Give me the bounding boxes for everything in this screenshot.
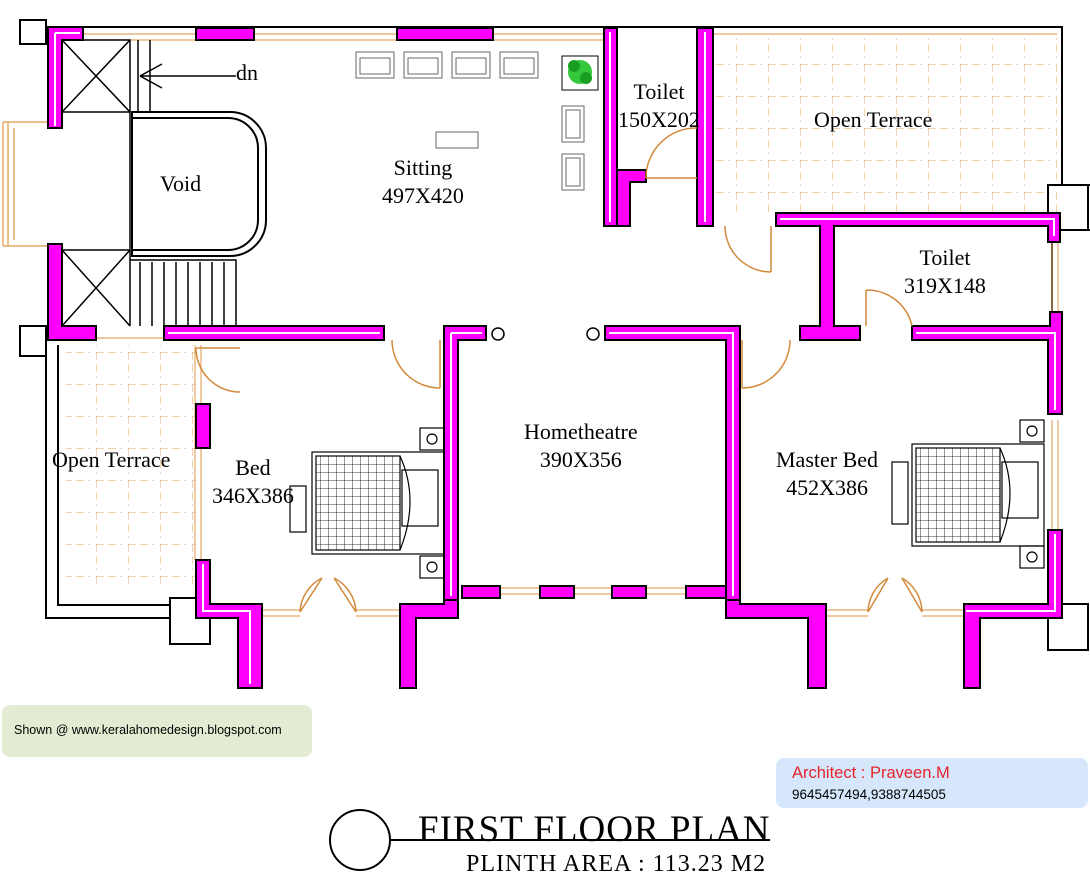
window-lines bbox=[66, 33, 1059, 617]
open-terrace-left-floor bbox=[66, 345, 196, 585]
room-hometheatre-name: Hometheatre bbox=[524, 419, 638, 444]
room-hometheatre-size: 390X356 bbox=[539, 447, 622, 472]
room-sitting: Sitting 497X420 bbox=[382, 154, 464, 210]
architect-box: Architect : Praveen.M 9645457494,9388744… bbox=[776, 758, 1088, 808]
void-area bbox=[131, 111, 267, 257]
room-open-terrace-top: Open Terrace bbox=[814, 106, 932, 134]
title-symbol bbox=[329, 809, 770, 871]
bed-furniture bbox=[289, 427, 445, 579]
room-master-bed-name: Master Bed bbox=[776, 447, 879, 472]
sitting-chairs bbox=[355, 51, 585, 191]
room-bed-size: 346X386 bbox=[212, 483, 294, 508]
room-sitting-size: 497X420 bbox=[382, 183, 464, 208]
master-bed-furniture bbox=[891, 419, 1045, 569]
room-void: Void bbox=[160, 170, 201, 198]
room-open-terrace-top-name: Open Terrace bbox=[814, 107, 933, 132]
potted-plant bbox=[561, 55, 599, 91]
room-open-terrace-left: Open Terrace bbox=[52, 446, 170, 474]
plinth-area: PLINTH AREA : 113.23 M2 bbox=[466, 851, 767, 877]
room-toilet-small-size: 150X202 bbox=[618, 107, 700, 132]
room-hometheatre: Hometheatre 390X356 bbox=[524, 418, 638, 474]
open-terrace-top-floor bbox=[715, 38, 1057, 213]
room-void-name: Void bbox=[160, 171, 202, 196]
stair-down-label: dn bbox=[236, 60, 258, 85]
room-bed-name: Bed bbox=[235, 455, 271, 480]
room-toilet-right: Toilet 319X148 bbox=[904, 244, 986, 300]
architect-phones: 9645457494,9388744505 bbox=[792, 787, 946, 802]
room-bed: Bed 346X386 bbox=[212, 454, 294, 510]
architect-name: Architect : Praveen.M bbox=[792, 764, 950, 782]
room-toilet-small-name: Toilet bbox=[633, 79, 685, 104]
room-toilet-right-name: Toilet bbox=[919, 245, 971, 270]
room-sitting-name: Sitting bbox=[393, 155, 453, 180]
doors bbox=[195, 127, 923, 613]
room-toilet-right-size: 319X148 bbox=[904, 273, 986, 298]
room-open-terrace-left-name: Open Terrace bbox=[52, 447, 171, 472]
shown-at-box: Shown @ www.keralahomedesign.blogspot.co… bbox=[2, 705, 312, 757]
room-master-bed-size: 452X386 bbox=[786, 475, 868, 500]
shown-at-text: Shown @ www.keralahomedesign.blogspot.co… bbox=[14, 723, 282, 737]
staircase bbox=[61, 39, 237, 327]
wall-inner-lines bbox=[54, 32, 1056, 684]
room-toilet-small: Toilet 150X202 bbox=[618, 78, 700, 134]
column-circles bbox=[491, 327, 600, 341]
bay-window-left bbox=[2, 121, 48, 247]
room-master-bed: Master Bed 452X386 bbox=[776, 446, 878, 502]
plan-title: FIRST FLOOR PLAN bbox=[418, 809, 771, 850]
